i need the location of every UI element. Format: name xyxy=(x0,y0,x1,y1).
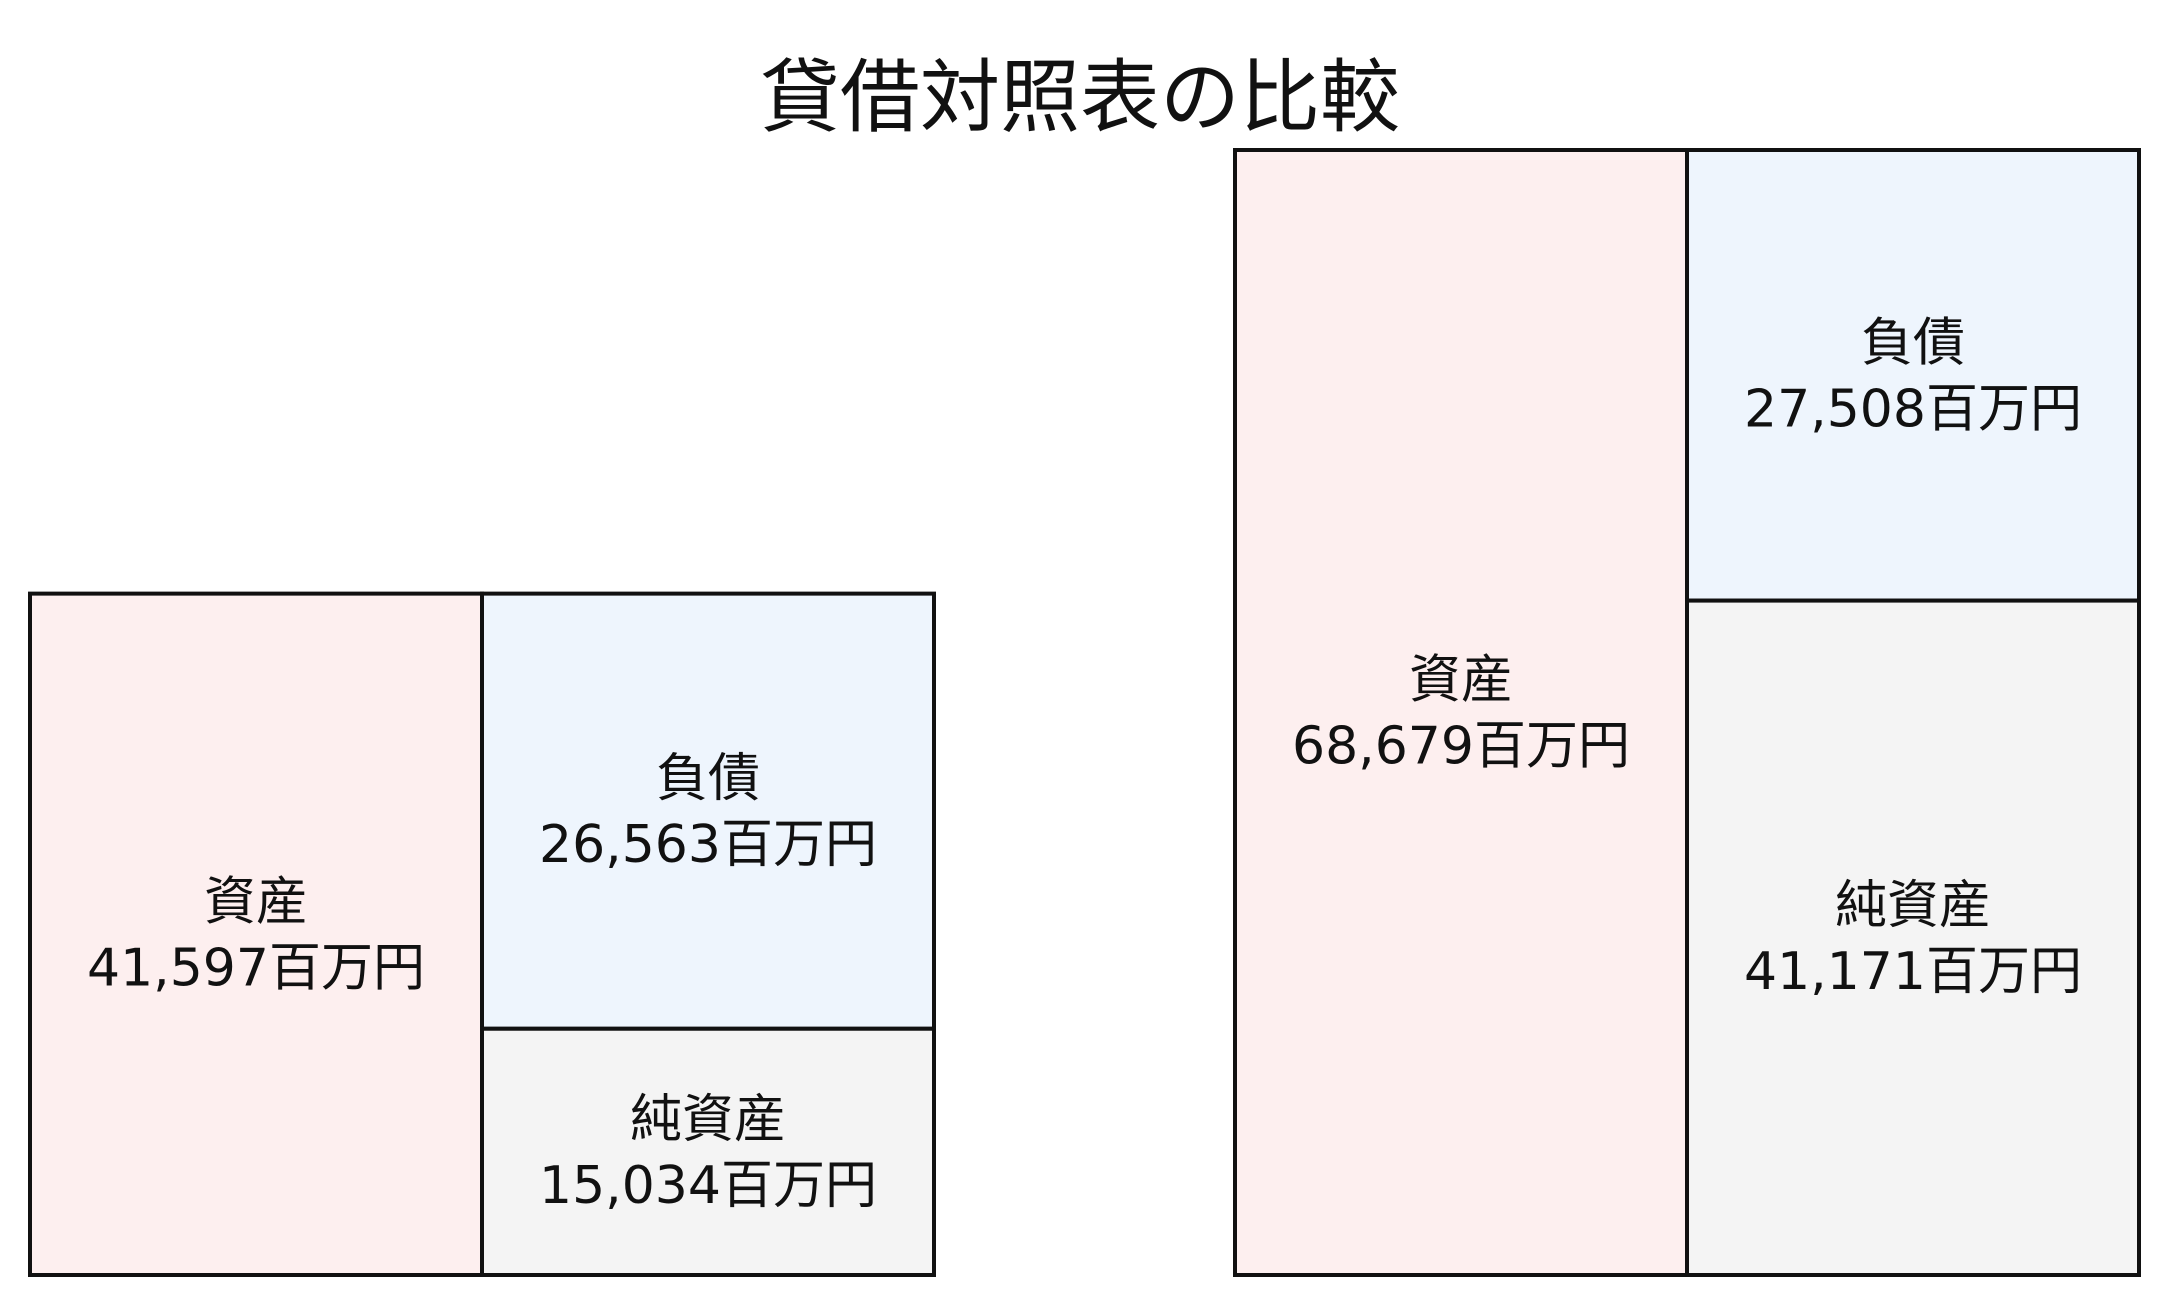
liabilities-block xyxy=(480,591,936,1031)
assets-label-value: 41,597百万円 xyxy=(87,938,425,998)
liabilities-label-value: 27,508百万円 xyxy=(1744,379,2082,439)
liabilities-block xyxy=(1685,148,2141,603)
assets-label-name: 資産 xyxy=(204,872,308,932)
assets-label-name: 資産 xyxy=(1409,651,1513,711)
net-assets-label-name: 純資産 xyxy=(630,1090,786,1150)
balance-sheet-2 xyxy=(1233,148,2141,1277)
liabilities-label-name: 負債 xyxy=(656,749,760,809)
assets-block xyxy=(1233,148,1689,1277)
balance-sheet-1 xyxy=(28,591,936,1277)
assets-label-value: 68,679百万円 xyxy=(1292,717,1630,777)
liabilities-label-name: 負債 xyxy=(1861,313,1965,373)
liabilities-label-value: 26,563百万円 xyxy=(539,815,877,875)
charts-layer: 資産41,597百万円負債26,563百万円純資産15,034百万円資産68,6… xyxy=(28,148,2141,1277)
chart-title: 貸借対照表の比較 xyxy=(760,51,1400,144)
assets-block xyxy=(28,591,484,1277)
net-assets-label-value: 15,034百万円 xyxy=(539,1156,877,1216)
net-assets-block xyxy=(1685,598,2141,1277)
net-assets-block xyxy=(480,1026,936,1277)
net-assets-label-name: 純資産 xyxy=(1835,876,1991,936)
net-assets-label-value: 41,171百万円 xyxy=(1744,942,2082,1002)
